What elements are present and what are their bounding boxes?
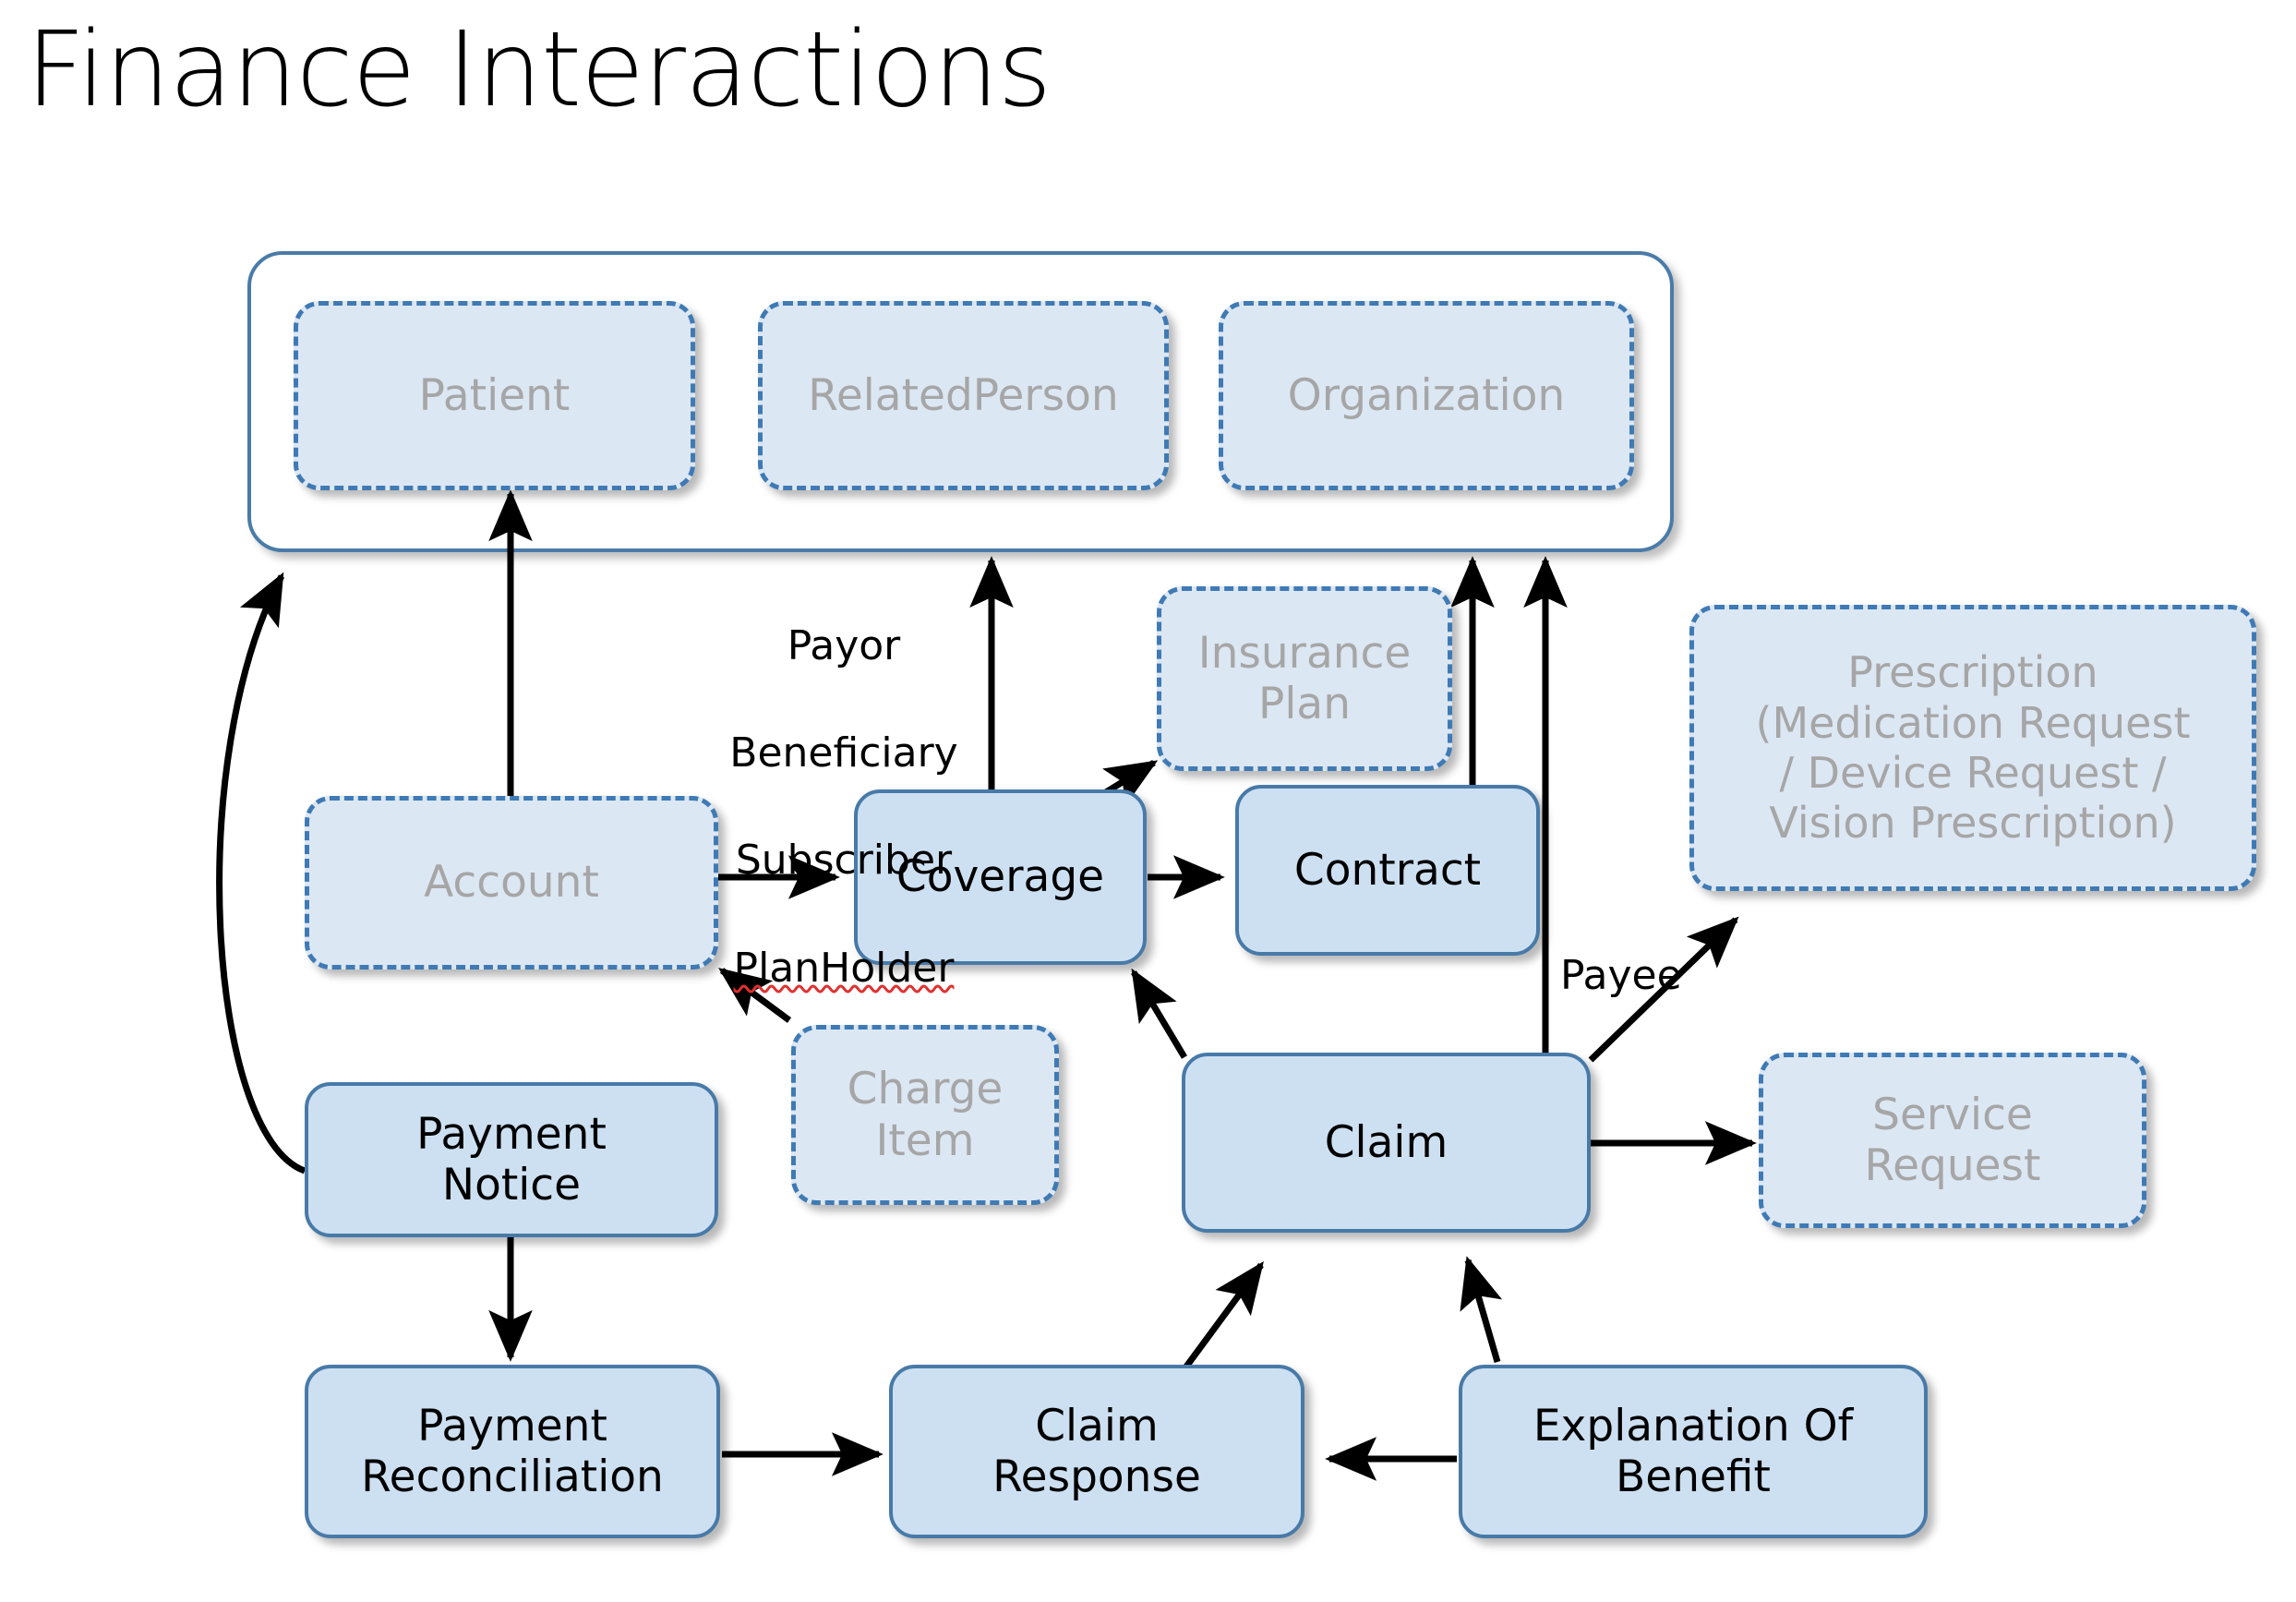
edge-claimresponse-claim: [1184, 1261, 1264, 1369]
node-patient[interactable]: Patient: [294, 301, 695, 490]
node-prescription-label: Prescription (Medication Request / Devic…: [1755, 647, 2191, 849]
node-coverage-label: Coverage: [896, 851, 1105, 903]
node-organization[interactable]: Organization: [1219, 301, 1634, 490]
edge-label-beneficiary: Beneficiary: [729, 729, 958, 777]
edge-paymentnotice-actors: [216, 572, 307, 1174]
node-service-request-label: Service Request: [1864, 1089, 2041, 1191]
edge-label-subscriber: Subscriber: [735, 837, 953, 885]
edge-label-planholder: PlanHolder: [733, 944, 955, 992]
node-claim-response-label: Claim Response: [992, 1400, 1201, 1502]
edge-claim-coverage: [1130, 968, 1188, 1059]
node-account[interactable]: Account: [305, 796, 718, 970]
node-explanation-of-benefit-label: Explanation Of Benefit: [1533, 1400, 1854, 1502]
node-payment-notice[interactable]: Payment Notice: [305, 1082, 718, 1237]
node-insurance-plan-label: Insurance Plan: [1197, 627, 1412, 729]
node-payment-reconciliation-label: Payment Reconciliation: [361, 1400, 664, 1502]
node-payment-notice-label: Payment Notice: [416, 1108, 607, 1211]
node-claim-response[interactable]: Claim Response: [889, 1365, 1304, 1538]
node-prescription[interactable]: Prescription (Medication Request / Devic…: [1689, 605, 2256, 891]
node-charge-item[interactable]: Charge Item: [791, 1025, 1059, 1205]
node-patient-label: Patient: [418, 369, 571, 421]
node-related-person[interactable]: RelatedPerson: [758, 301, 1169, 490]
node-claim-label: Claim: [1324, 1116, 1449, 1168]
node-contract[interactable]: Contract: [1235, 785, 1540, 956]
node-charge-item-label: Charge Item: [847, 1064, 1004, 1166]
node-organization-label: Organization: [1287, 369, 1566, 421]
node-service-request[interactable]: Service Request: [1759, 1053, 2146, 1228]
edge-label-payor: Payor: [787, 622, 901, 670]
edge-eob-claim: [1460, 1256, 1503, 1363]
page-title: Finance Interactions: [26, 10, 1052, 130]
node-contract-label: Contract: [1293, 844, 1482, 896]
node-related-person-label: RelatedPerson: [808, 369, 1119, 421]
node-coverage[interactable]: Coverage: [854, 789, 1147, 965]
node-account-label: Account: [424, 857, 599, 909]
node-payment-reconciliation[interactable]: Payment Reconciliation: [305, 1365, 720, 1538]
edge-label-payee: Payee: [1560, 952, 1682, 1000]
node-claim[interactable]: Claim: [1182, 1053, 1591, 1233]
node-explanation-of-benefit[interactable]: Explanation Of Benefit: [1459, 1365, 1928, 1538]
edge-label-coverage-roles: Payor Beneficiary Subscriber PlanHolder: [720, 566, 968, 1049]
node-insurance-plan[interactable]: Insurance Plan: [1157, 586, 1452, 771]
